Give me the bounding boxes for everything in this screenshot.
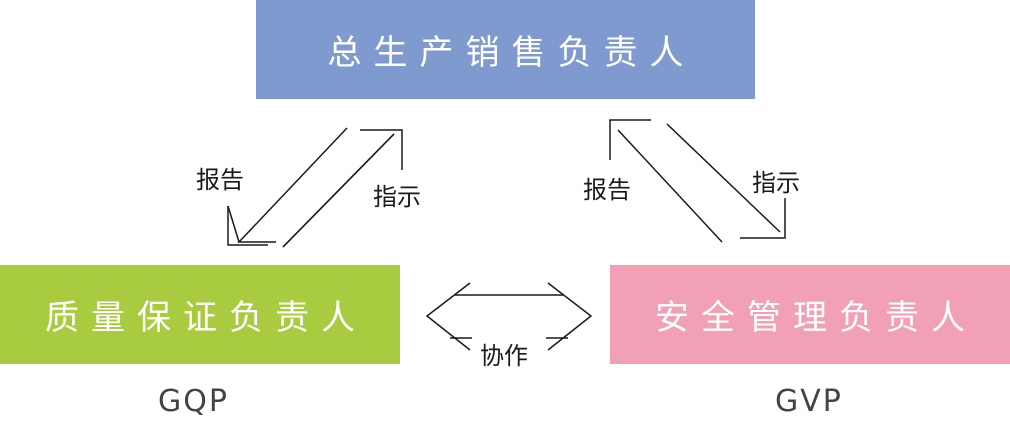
left-report-label: 报告 <box>196 166 244 194</box>
right-report-arrowhead <box>609 119 651 160</box>
node-left-label: 质量保证负责人 <box>45 298 367 338</box>
node-right-label: 安全管理负责人 <box>655 298 977 338</box>
node-top-label: 总生产销售负责人 <box>327 33 696 73</box>
collab-arrow-right-head <box>547 282 593 351</box>
node-left: 质量保证负责人 <box>0 265 400 364</box>
collab-arrow-left-head <box>425 282 471 351</box>
right-instruct-arrowhead <box>740 198 786 239</box>
node-top: 总生产销售负责人 <box>256 0 755 99</box>
collaborate-label: 协作 <box>480 342 528 370</box>
right-report-label: 报告 <box>583 176 631 204</box>
node-right-sublabel: GVP <box>775 384 843 419</box>
left-report-arrowhead <box>227 206 268 246</box>
left-instruct-arrowhead <box>360 129 403 170</box>
left-report-arrow <box>227 127 348 243</box>
node-left-sublabel: GQP <box>158 384 229 419</box>
right-report-arrow <box>617 129 723 243</box>
left-instruct-label: 指示 <box>373 183 421 211</box>
right-instruct-label: 指示 <box>752 169 800 197</box>
right-instruct-arrow <box>666 123 781 233</box>
node-right: 安全管理负责人 <box>610 265 1010 364</box>
